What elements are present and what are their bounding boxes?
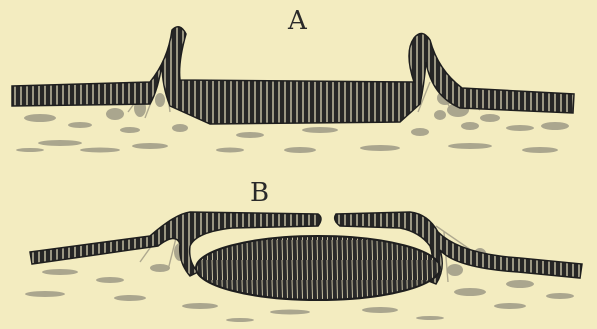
panel-a-epithelium	[12, 27, 574, 124]
panel-b-gland-body	[196, 236, 440, 300]
panel-label-a: A	[288, 8, 307, 34]
panel-a-drawing	[12, 27, 574, 153]
panel-label-b: B	[250, 180, 269, 206]
panel-b-drawing	[25, 212, 582, 322]
